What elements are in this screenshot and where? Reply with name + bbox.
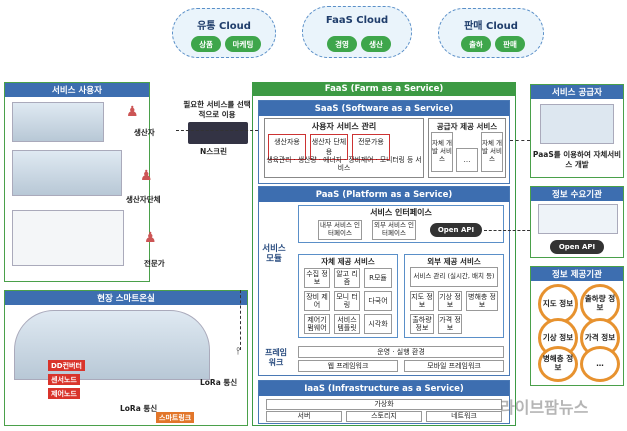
connector-farm-paas: [240, 290, 241, 350]
mobile-framework: 모바일 프레임워크: [404, 360, 504, 372]
sales-cloud: 판매 Cloud 출하 판매: [438, 8, 544, 58]
tag-dd-converter: DD컨버터: [48, 360, 85, 371]
dashboard-image: [12, 210, 124, 266]
saas-title: SaaS (Software as a Service): [259, 101, 509, 116]
framework-label: 프레임 워크: [264, 348, 288, 367]
device-icons: [188, 122, 248, 144]
user-service-title: 사용자 서비스 관리: [311, 122, 377, 131]
demand-dashboard: [538, 204, 618, 234]
group-label: 생산자 단체용: [310, 134, 348, 160]
provider-title: 서비스 공급자: [531, 85, 623, 99]
group-icon: ♟: [140, 168, 153, 184]
pill-management: 경영: [327, 36, 357, 52]
service-interface-title: 서비스 인터페이스: [370, 208, 432, 217]
provider-desc: PaaS를 이용하여 자체서비스 개발: [532, 150, 622, 169]
web-framework: 웹 프레임워크: [298, 360, 398, 372]
role-group: 생산자단체: [126, 195, 161, 204]
expert-icon: ♟: [144, 230, 157, 246]
distribution-cloud-title: 유통 Cloud: [197, 21, 251, 32]
distribution-cloud: 유통 Cloud 상품 마케팅: [172, 8, 276, 58]
virtualization: 가상화: [266, 399, 502, 410]
lora-label-1: LoRa 통신: [200, 378, 238, 387]
self-item-multilang: 다국어: [364, 291, 392, 311]
pill-production: 생산: [361, 36, 391, 52]
pill-product: 상품: [191, 36, 221, 52]
ext-item-price: 가격 정보: [438, 314, 462, 334]
service-module-label: 서비스 모듈: [262, 244, 286, 265]
pill-sales: 판매: [495, 36, 525, 52]
ext-item-pest: 병해충 정보: [466, 291, 498, 311]
connector-provider-saas: [510, 140, 530, 141]
self-item-firmware: 제어기 펌웨어: [304, 314, 330, 334]
info-provider-title: 정보 제공기관: [531, 267, 623, 281]
self-item-visual: 시각화: [364, 314, 392, 334]
producer-label: 생산자용: [268, 134, 306, 160]
ext-service-title: 외부 제공 서비스: [427, 257, 481, 266]
self-item-template: 서비스 템플릿: [334, 314, 360, 334]
faas-cloud: FaaS Cloud 경영 생산: [302, 6, 412, 58]
info-demand-title: 정보 수요기관: [531, 187, 623, 201]
smartlink-tag: 스마트링크: [156, 412, 195, 423]
paas-title: PaaS (Platform as a Service): [259, 187, 509, 202]
producer-icon: ♟: [126, 104, 139, 120]
smart-greenhouse-image: [14, 310, 210, 380]
connector-user-saas: [176, 130, 258, 131]
supplier-service-title: 공급자 제공 서비스: [436, 122, 498, 131]
lora-label-2: LoRa 통신: [120, 404, 158, 413]
external-interface: 외부 서비스 인터페이스: [372, 220, 416, 240]
iaas-server: 서버: [266, 411, 342, 422]
role-producer: 생산자: [134, 128, 155, 137]
provider-more: …: [580, 346, 620, 382]
service-user-title: 서비스 사용자: [5, 83, 149, 97]
greenhouse-image-2: [12, 150, 122, 196]
supplier-item-1: 자체 개발 서비스: [431, 132, 453, 172]
developer-icon: [540, 104, 614, 144]
greenhouse-image-1: [12, 102, 104, 142]
internal-interface: 내부 서비스 인터페이스: [318, 220, 362, 240]
smart-farm-title: 현장 스마트온실: [5, 291, 247, 305]
provider-pest: 병해충 정보: [538, 346, 578, 382]
ext-item-map: 지도 정보: [410, 291, 434, 311]
nscreen-label: N스크린: [200, 147, 227, 156]
supplier-item-3: 자체 개발 서비스: [481, 132, 503, 172]
self-item-monitor: 모니 터링: [334, 291, 360, 311]
pill-shipping: 출하: [461, 36, 491, 52]
service-user-note: 필요한 서비스를 선택적으로 이용: [183, 100, 251, 119]
faas-banner: FaaS (Farm as a Service): [252, 82, 516, 96]
open-api-button[interactable]: Open API: [430, 223, 482, 237]
iaas-storage: 스토리지: [346, 411, 422, 422]
provider-map: 지도 정보: [538, 284, 578, 324]
self-item-control: 장비 제어: [304, 291, 330, 311]
self-item-algo: 알고 리즘: [334, 268, 360, 288]
antenna-icon: ⫯: [236, 346, 241, 357]
role-expert: 전문가: [144, 259, 165, 268]
expert-label: 전문가용: [352, 134, 390, 160]
iaas-title: IaaS (Infrastructure as a Service): [259, 381, 509, 396]
self-item-rmodule: R모듈: [364, 268, 392, 288]
tag-control-node: 제어노드: [48, 388, 80, 399]
self-service-title: 자체 제공 서비스: [321, 257, 375, 266]
sales-cloud-title: 판매 Cloud: [464, 21, 518, 32]
ext-item-weather: 기상 정보: [438, 291, 462, 311]
ext-item-shipment: 출하량 정보: [410, 314, 434, 334]
iaas-network: 네트워크: [426, 411, 502, 422]
runtime-env: 운영 · 실행 환경: [298, 346, 504, 358]
demand-open-api[interactable]: Open API: [550, 240, 604, 254]
self-item-collect: 수집 정보: [304, 268, 330, 288]
watermark: 라이브팜뉴스: [500, 398, 589, 417]
faas-cloud-title: FaaS Cloud: [325, 15, 389, 26]
connector-api-demand: [484, 230, 530, 231]
ext-mgmt: 서비스 관리 (실시간, 배치 등): [410, 267, 498, 287]
pill-marketing: 마케팅: [225, 36, 261, 52]
supplier-item-2: …: [456, 148, 478, 172]
tag-sensor-node: 센서노드: [48, 374, 80, 385]
user-items: 생육관리 · 생산량 · 에너지 · 장비제어 · 모니터링 등 서비스: [266, 156, 422, 173]
